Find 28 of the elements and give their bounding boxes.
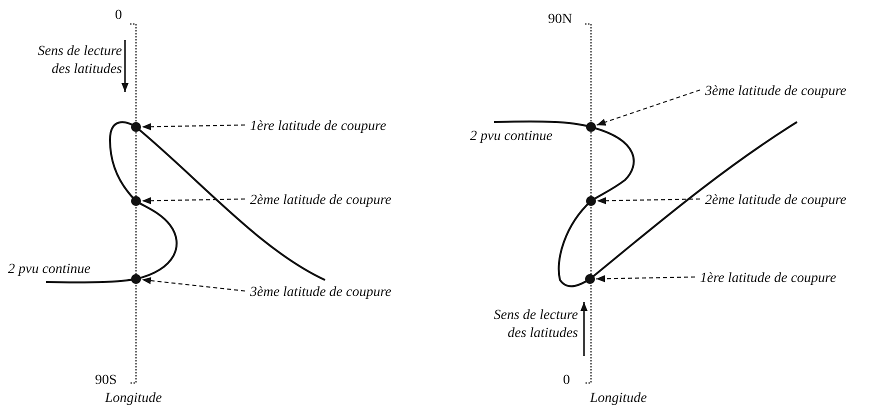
intersection-point [131, 122, 141, 132]
leader-line [597, 197, 700, 204]
leader-line [142, 277, 246, 292]
leader-line [142, 123, 245, 130]
contour-label: 2 pvu continue [470, 128, 552, 146]
callout-label: 3ème latitude de coupure [705, 83, 846, 101]
leader-line [596, 275, 696, 282]
axis-value: 90S [95, 372, 117, 390]
reading-direction-note: Sens de lecture des latitudes [36, 43, 122, 79]
callout-label: 1ère latitude de coupure [250, 118, 386, 136]
contour-label: 2 pvu continue [8, 261, 90, 279]
intersection-point [131, 274, 141, 284]
axis-title: Longitude [105, 390, 162, 405]
callout-label: 1ère latitude de coupure [700, 270, 836, 288]
intersection-point [586, 196, 596, 206]
axis-value: 0 [563, 372, 570, 390]
leader-line [142, 197, 245, 204]
callout-label: 2ème latitude de coupure [250, 192, 392, 210]
intersection-point [586, 122, 596, 132]
callout-label: 2ème latitude de coupure [705, 192, 846, 210]
intersection-point [131, 196, 141, 206]
reading-direction-note: Sens de lecture des latitudes [492, 307, 578, 343]
axis-value: 0 [115, 7, 122, 25]
callout-label: 3ème latitude de coupure [250, 284, 392, 302]
leader-line [596, 89, 700, 126]
axis-value: 90N [548, 11, 572, 29]
axis-title: Longitude [590, 390, 647, 405]
intersection-point [585, 274, 595, 284]
